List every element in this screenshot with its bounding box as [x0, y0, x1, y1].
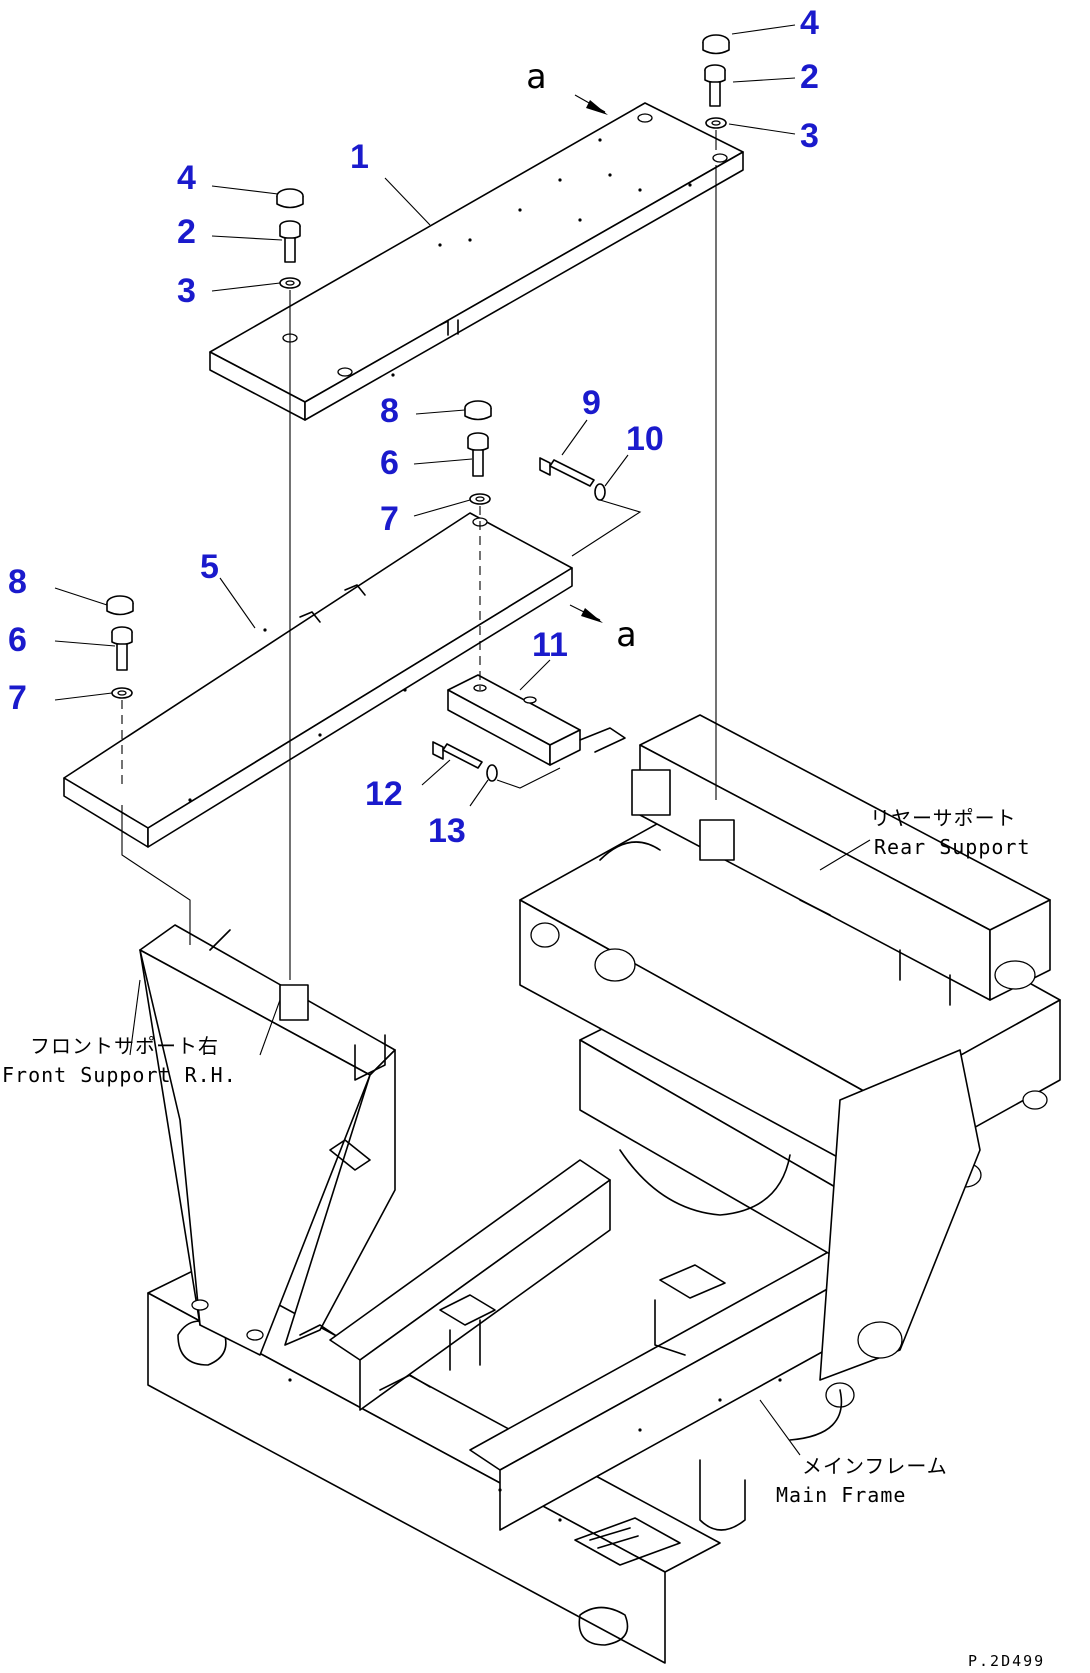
view-arrows: a a: [526, 57, 636, 655]
callout-11: 11: [532, 626, 568, 664]
main-frame-structure: [139, 714, 1061, 1664]
callout-12: 12: [365, 775, 403, 813]
callout-9: 9: [582, 384, 601, 422]
callout-8-left: 8: [8, 563, 27, 601]
callout-2-top-right: 2: [800, 58, 819, 96]
label-front-support-jp: フロントサポート右: [30, 1034, 219, 1058]
label-main-frame-jp: メインフレーム: [802, 1454, 948, 1478]
drawing-code: P.2D499: [968, 1652, 1045, 1670]
callout-13: 13: [428, 812, 466, 850]
callout-7-middle: 7: [380, 500, 399, 538]
label-front-support-en: Front Support R.H.: [2, 1063, 237, 1087]
callout-5: 5: [200, 548, 219, 586]
assembly-lines: [121, 130, 717, 980]
fasteners: [106, 34, 730, 782]
callout-4-top-right: 4: [800, 4, 819, 42]
plate-part-1: [209, 102, 744, 421]
callout-1: 1: [350, 138, 369, 176]
plate-part-5: [63, 512, 573, 848]
callout-4-upper-left: 4: [177, 159, 196, 197]
label-main-frame-en: Main Frame: [776, 1483, 906, 1507]
label-rear-support-jp: リヤーサポート: [870, 806, 1017, 830]
bracket-part-11: [447, 674, 626, 766]
leader-lines: [54, 24, 871, 1456]
view-mark-top: a: [526, 57, 546, 97]
callout-6-left: 6: [8, 621, 27, 659]
component-labels: リヤーサポート Rear Support フロントサポート右 Front Sup…: [2, 806, 1045, 1670]
callout-6-middle: 6: [380, 444, 399, 482]
view-mark-middle: a: [616, 615, 636, 655]
callout-3-top-right: 3: [800, 117, 819, 155]
callout-3-upper-left: 3: [177, 272, 196, 310]
label-rear-support-en: Rear Support: [874, 835, 1031, 859]
callout-8-middle: 8: [380, 392, 399, 430]
callout-7-left: 7: [8, 679, 27, 717]
callout-numbers: 4 2 3 1 4 2 3 8 6 7 9 10 5 8 6 7 11 12 1…: [8, 4, 819, 850]
callout-10: 10: [626, 420, 664, 458]
callout-2-upper-left: 2: [177, 213, 196, 251]
